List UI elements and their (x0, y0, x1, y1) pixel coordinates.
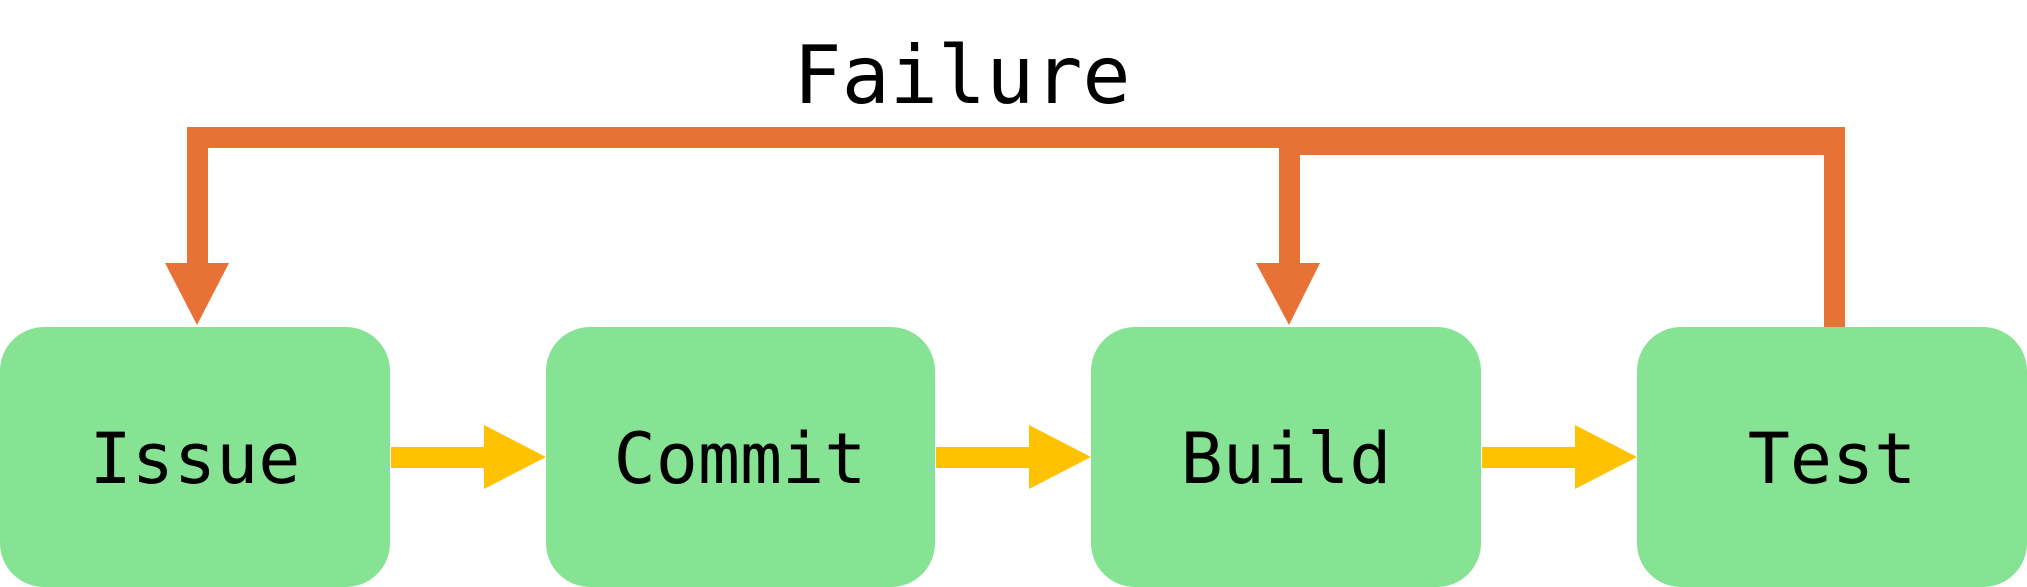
stage-box-commit (546, 327, 935, 587)
flow-arrow-build-to-test (1482, 425, 1637, 489)
flow-arrow-issue-to-commit (391, 425, 546, 489)
failure-feedback-arrows (165, 127, 1845, 329)
failure-riser-from-test (1824, 127, 1845, 329)
stage-label-build: Build (1181, 418, 1392, 500)
stage-label-test: Test (1748, 418, 1917, 500)
flow-arrow-commit-to-build (936, 425, 1091, 489)
stage-label-commit: Commit (614, 418, 867, 500)
stage-boxes (0, 327, 2027, 587)
failure-top-bar (187, 127, 1845, 148)
stage-box-issue (0, 327, 390, 587)
flow-arrows (391, 425, 1637, 489)
failure-drop-to-build (1279, 127, 1300, 263)
failure-arrowhead-issue (165, 263, 229, 325)
failure-drop-to-issue (187, 127, 208, 263)
stage-box-test (1637, 327, 2027, 587)
failure-branch-bar (1280, 146, 1825, 155)
failure-arrowhead-build (1256, 263, 1320, 325)
failure-label: Failure (793, 29, 1130, 122)
stage-label-issue: Issue (90, 418, 301, 500)
stage-box-build (1091, 327, 1481, 587)
